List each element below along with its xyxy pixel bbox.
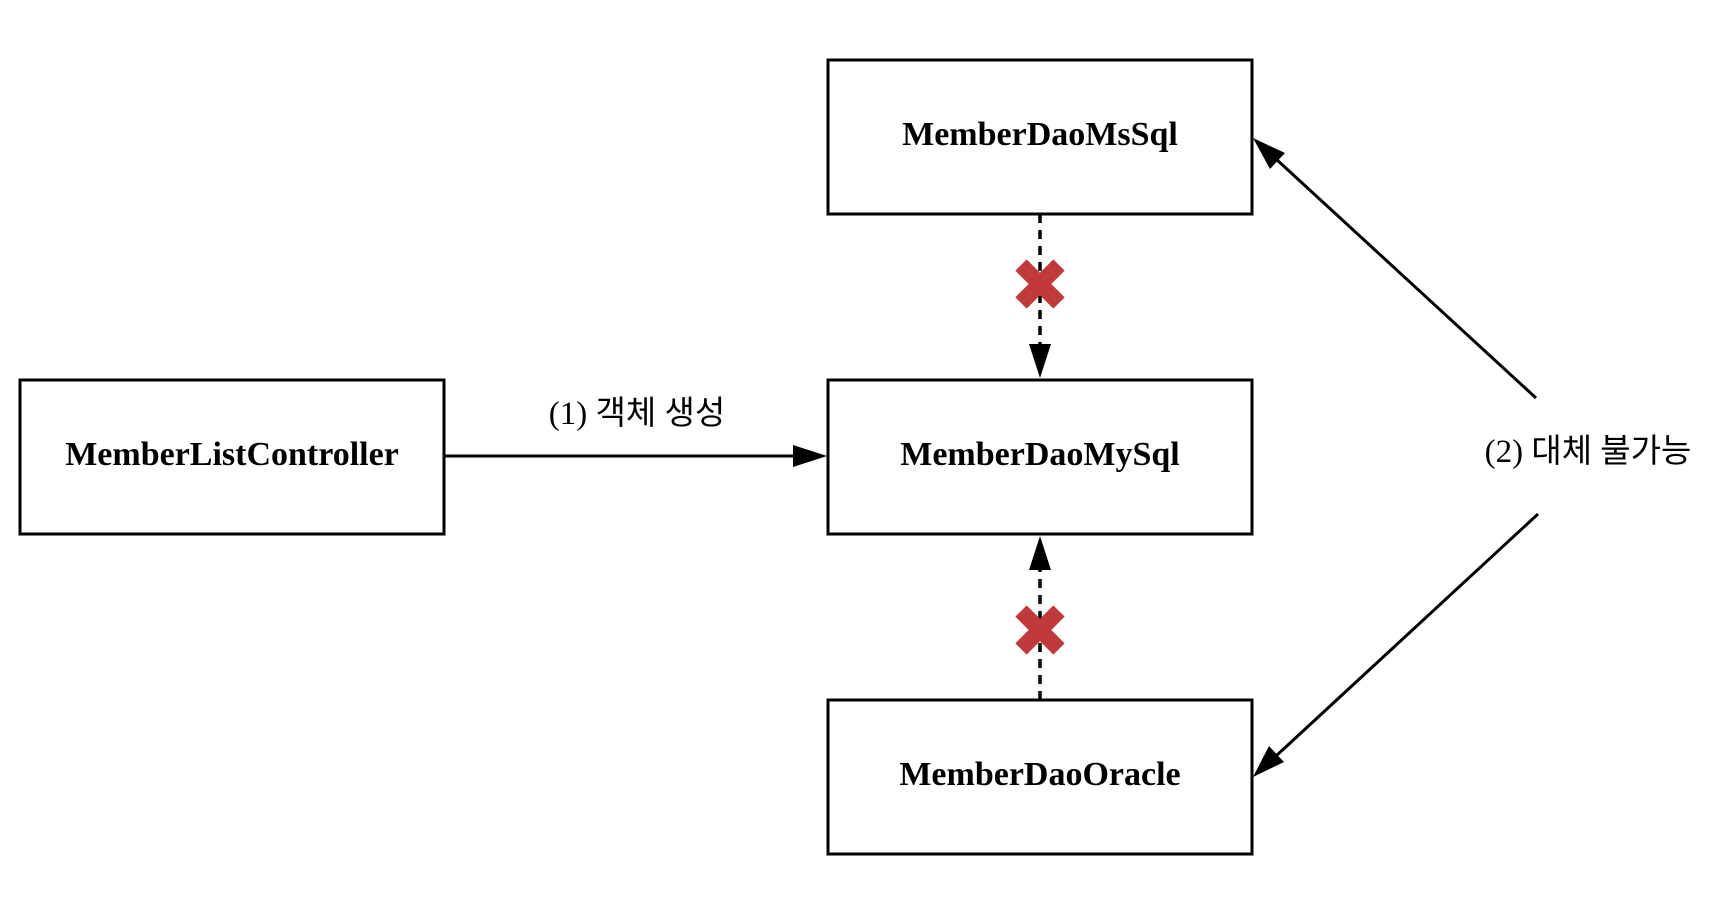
node-label-mysql: MemberDaoMySql <box>900 436 1180 473</box>
node-member-dao-oracle: MemberDaoOracle <box>826 698 1254 856</box>
node-member-list-controller: MemberListController <box>18 378 446 536</box>
node-label-mssql: MemberDaoMsSql <box>902 116 1178 153</box>
x-mark-icon <box>1015 259 1065 309</box>
node-member-dao-mysql: MemberDaoMySql <box>826 378 1254 536</box>
node-label-controller: MemberListController <box>65 436 399 473</box>
edge-create-object: (1) 객체 생성 <box>445 396 827 467</box>
edge-label-replace: (2) 대체 불가능 <box>1485 434 1692 470</box>
x-mark-icon <box>1015 605 1065 655</box>
edge-replace-to-mssql <box>1253 138 1538 400</box>
node-label-oracle: MemberDaoOracle <box>899 756 1180 793</box>
edge-replace-to-oracle <box>1253 512 1540 777</box>
edge-label-create: (1) 객체 생성 <box>549 396 725 432</box>
node-member-dao-mssql: MemberDaoMsSql <box>826 58 1254 216</box>
